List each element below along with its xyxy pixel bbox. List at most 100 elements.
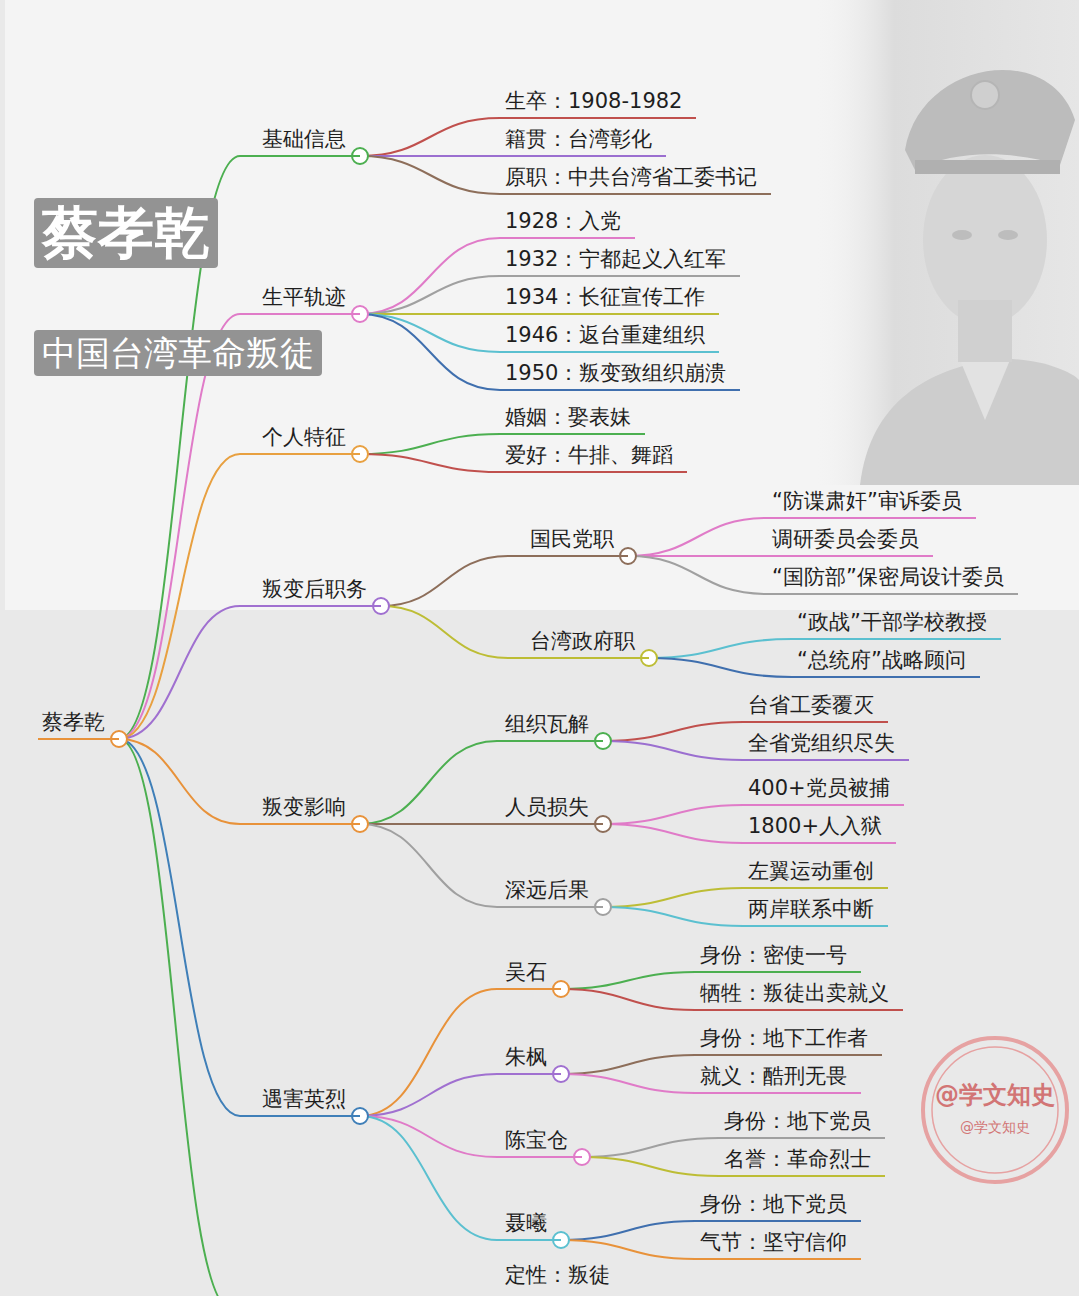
branch-connector	[360, 1074, 497, 1116]
topic-text: 就义：酷刑无畏	[700, 1063, 847, 1089]
topic-text: 左翼运动重创	[748, 858, 874, 884]
title: 蔡孝乾	[34, 198, 218, 268]
branch-connector	[360, 118, 500, 156]
topic-text: 1932：宁都起义入红军	[505, 246, 726, 272]
leaf-topic: 调研委员会委员	[767, 526, 933, 557]
watermark-stamp	[923, 1038, 1067, 1182]
topic-text: 人员损失	[505, 794, 589, 820]
branch-connector	[561, 1074, 695, 1093]
branch-connector	[360, 989, 497, 1116]
leaf-topic: 名誉：革命烈士	[719, 1146, 885, 1177]
topic-text: 叛变影响	[262, 794, 346, 820]
leaf-topic: 1934：长征宣传工作	[500, 284, 719, 315]
topic-text: 全省党组织尽失	[748, 730, 895, 756]
leaf-topic: “国防部”保密局设计委员	[767, 564, 1018, 595]
topic-text: 身份：地下党员	[700, 1191, 847, 1217]
topic-text: 两岸联系中断	[748, 896, 874, 922]
branch-connector	[582, 1157, 719, 1176]
leaf-topic: “防谍肃奸”审诉委员	[767, 488, 976, 519]
caption: 中国台湾革命叛徒	[34, 330, 322, 376]
topic-text: 组织瓦解	[505, 711, 589, 737]
leaf-topic: “总统府”战略顾问	[792, 647, 980, 678]
branch-connector	[119, 606, 240, 739]
branch-connector	[360, 741, 497, 824]
watermark: @学文知史	[935, 1118, 1055, 1136]
central-topic: 蔡孝乾	[38, 709, 119, 740]
watermark: @学文知史	[935, 1080, 1055, 1110]
branch-topic: 个人特征	[240, 424, 360, 455]
leaf-topic: 身份：地下工作者	[695, 1025, 882, 1056]
branch-connector	[603, 805, 743, 824]
branch-connector	[360, 1116, 497, 1157]
topic-text: 吴石	[505, 959, 547, 985]
branch-connector	[360, 276, 500, 314]
branch-connector	[561, 1055, 695, 1074]
branch-connector	[582, 1138, 719, 1157]
topic-text: 原职：中共台湾省工委书记	[505, 164, 757, 190]
branch-topic: 聂曦	[497, 1210, 561, 1241]
branch-connector	[561, 1240, 695, 1259]
top-panel	[5, 0, 1079, 610]
branch-connector	[360, 1116, 497, 1240]
leaf-topic: 气节：坚守信仰	[695, 1229, 861, 1260]
topic-text: 聂曦	[505, 1210, 547, 1236]
leaf-topic: 两岸联系中断	[743, 896, 888, 927]
branch-topic: 朱枫	[497, 1044, 561, 1075]
branch-connector	[649, 658, 792, 677]
portrait-photo	[815, 0, 1079, 485]
branch-topic: 人员损失	[497, 794, 603, 825]
topic-text: 遇害英烈	[262, 1086, 346, 1112]
topic-text: 国民党职	[530, 526, 614, 552]
topic-text: 身份：密使一号	[700, 942, 847, 968]
leaf-topic: 1950：叛变致组织崩溃	[500, 360, 740, 391]
branch-connector	[360, 156, 500, 194]
branch-connector	[360, 454, 500, 472]
branch-topic: 国民党职	[508, 526, 628, 557]
cut-off-topic: 定性：叛徒	[505, 1262, 610, 1288]
topic-text: 婚姻：娶表妹	[505, 404, 631, 430]
topic-text: “国防部”保密局设计委员	[772, 564, 1004, 590]
branch-connector	[360, 314, 500, 390]
topic-text: 1950：叛变致组织崩溃	[505, 360, 726, 386]
branch-connector	[381, 606, 508, 658]
branch-topic: 组织瓦解	[497, 711, 603, 742]
leaf-topic: 生卒：1908-1982	[500, 88, 696, 119]
leaf-topic: 全省党组织尽失	[743, 730, 909, 761]
topic-text: 400+党员被捕	[748, 775, 890, 801]
branch-connector	[628, 518, 767, 556]
leaf-topic: 籍贯：台湾彰化	[500, 126, 666, 157]
leaf-topic: 1928：入党	[500, 208, 635, 239]
branch-topic: 深远后果	[497, 877, 603, 908]
topic-text: 朱枫	[505, 1044, 547, 1070]
branch-connector	[381, 556, 508, 606]
leaf-topic: 1932：宁都起义入红军	[500, 246, 740, 277]
branch-connector	[119, 739, 240, 1116]
branch-connector	[119, 454, 240, 739]
branch-topic: 叛变后职务	[240, 576, 381, 607]
topic-text: 调研委员会委员	[772, 526, 919, 552]
topic-text: 陈宝仓	[505, 1127, 568, 1153]
branch-connector	[360, 314, 500, 352]
branch-connector	[360, 434, 500, 454]
leaf-topic: 身份：密使一号	[695, 942, 861, 973]
leaf-topic: 1946：返台重建组织	[500, 322, 719, 353]
branch-connector	[561, 972, 695, 989]
branch-connector	[649, 639, 792, 658]
leaf-topic: “政战”干部学校教授	[792, 609, 1001, 640]
topic-text: 身份：地下党员	[724, 1108, 871, 1134]
topic-text: 1800+人入狱	[748, 813, 882, 839]
branch-connector	[603, 824, 743, 843]
branch-topic: 陈宝仓	[497, 1127, 582, 1158]
topic-text: 台湾政府职	[530, 628, 635, 654]
branch-topic: 遇害英烈	[240, 1086, 360, 1117]
topic-text: 名誉：革命烈士	[724, 1146, 871, 1172]
topic-text: 个人特征	[262, 424, 346, 450]
topic-text: 蔡孝乾	[42, 709, 105, 735]
topic-text: 气节：坚守信仰	[700, 1229, 847, 1255]
branch-connector	[603, 907, 743, 926]
branch-topic: 吴石	[497, 959, 561, 990]
topic-text: 基础信息	[262, 126, 346, 152]
topic-text: “防谍肃奸”审诉委员	[772, 488, 962, 514]
leaf-topic: 身份：地下党员	[719, 1108, 885, 1139]
